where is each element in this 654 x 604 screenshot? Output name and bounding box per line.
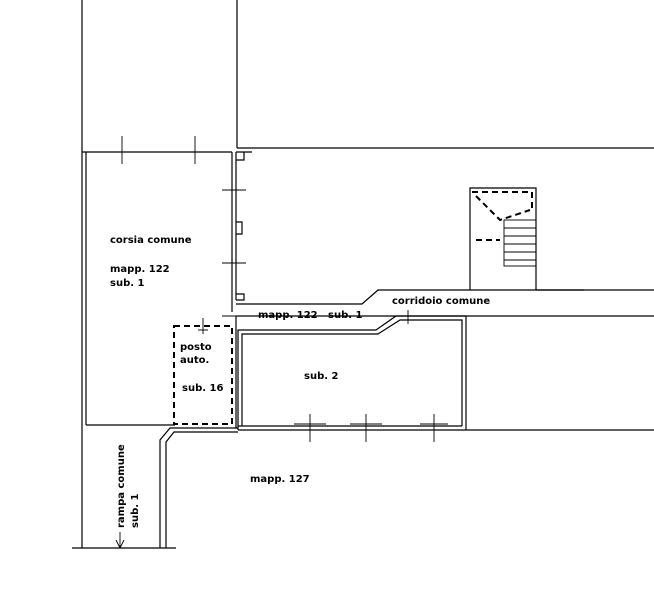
sub-16-label: sub. 16	[182, 383, 223, 394]
posto-label: posto	[180, 342, 212, 353]
corsia-right-wall	[222, 151, 252, 301]
sub-2-label: sub. 2	[304, 371, 339, 382]
staircase	[469, 187, 584, 291]
rampa-comune-label: rampa comune	[116, 444, 127, 528]
corsia-area	[82, 136, 233, 426]
corridoio-comune-label: corridoio comune	[392, 296, 490, 307]
rampa-sub-1-label: sub. 1	[130, 493, 141, 528]
mapp-127-label: mapp. 127	[250, 474, 310, 485]
auto-label: auto.	[180, 355, 209, 366]
sub-2-unit	[237, 310, 654, 442]
window-marks	[294, 414, 448, 442]
posto-auto	[173, 316, 237, 428]
outer-walls	[72, 0, 654, 549]
sub-1-label: sub. 1	[110, 278, 145, 289]
sub-1-corridor-label: sub. 1	[328, 310, 363, 321]
rampa	[115, 427, 238, 550]
corsia-comune-label: corsia comune	[110, 235, 192, 246]
mapp-122-label: mapp. 122	[110, 264, 170, 275]
mapp-122-corridor-label: mapp. 122	[258, 310, 318, 321]
corridoio	[222, 289, 654, 317]
